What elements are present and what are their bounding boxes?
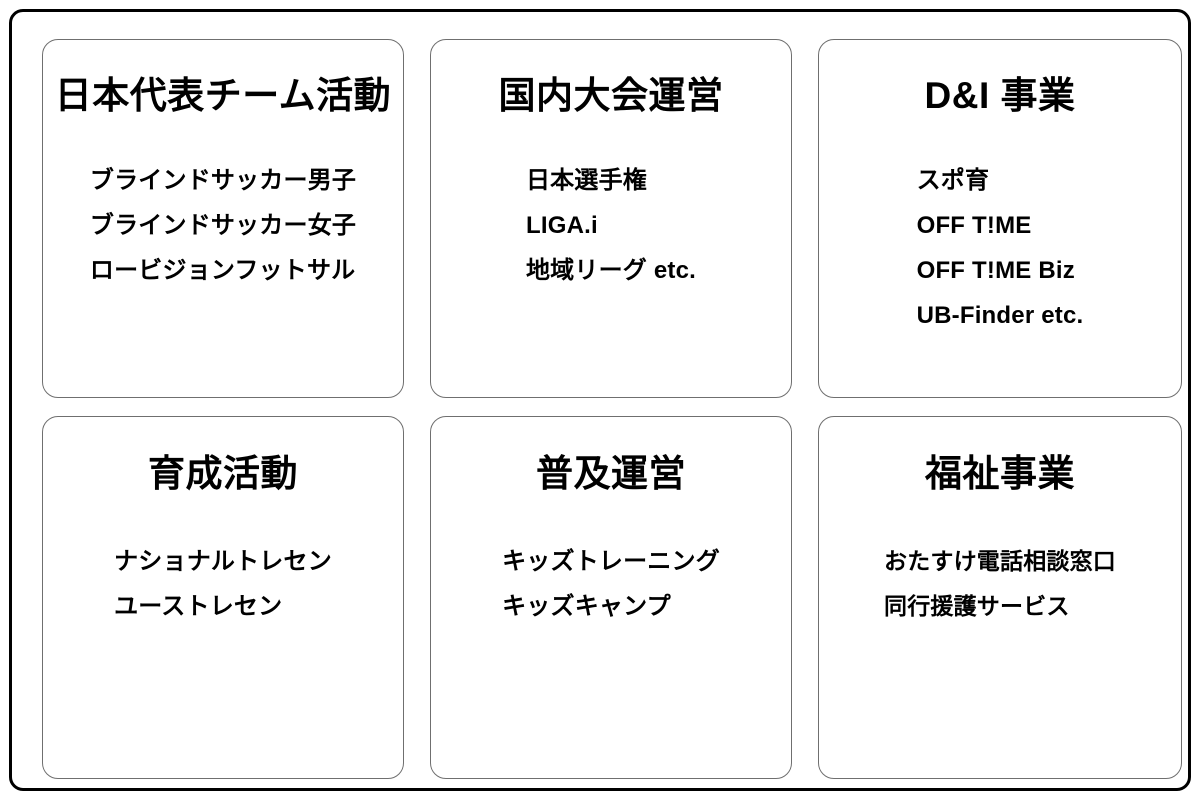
list-item: スポ育 — [916, 166, 990, 194]
list-item: ブラインドサッカー女子 — [89, 211, 357, 239]
card-title: D&I 事業 — [924, 75, 1076, 116]
list-item: 日本選手権 — [525, 166, 647, 194]
category-card-di-business[interactable]: D&I 事業 スポ育 OFF T!ME OFF T!ME Biz UB-Find… — [818, 39, 1182, 398]
category-card-national-team-activities[interactable]: 日本代表チーム活動 ブラインドサッカー男子 ブラインドサッカー女子 ロービジョン… — [42, 39, 404, 398]
category-card-promotion-management[interactable]: 普及運営 キッズトレーニング キッズキャンプ — [430, 416, 792, 779]
card-title: 普及運営 — [536, 453, 686, 494]
list-item: LIGA.i — [525, 211, 598, 239]
list-item: ブラインドサッカー男子 — [89, 166, 357, 194]
list-item: 同行援護サービス — [884, 592, 1070, 619]
card-title: 国内大会運営 — [498, 75, 724, 116]
category-card-development-activities[interactable]: 育成活動 ナショナルトレセン ユーストレセン — [42, 416, 404, 779]
list-item: UB-Finder etc. — [916, 301, 1084, 329]
list-item: OFF T!ME — [916, 211, 1032, 239]
card-title: 日本代表チーム活動 — [54, 75, 392, 116]
card-title: 福祉事業 — [925, 453, 1075, 494]
list-item: キッズトレーニング — [502, 547, 720, 575]
category-card-grid: 日本代表チーム活動 ブラインドサッカー男子 ブラインドサッカー女子 ロービジョン… — [42, 39, 1182, 779]
list-item: 地域リーグ etc. — [525, 256, 697, 284]
list-item: おたすけ電話相談窓口 — [884, 547, 1116, 574]
category-card-welfare-business[interactable]: 福祉事業 おたすけ電話相談窓口 同行援護サービス — [818, 416, 1182, 779]
card-item-list: ブラインドサッカー男子 ブラインドサッカー女子 ロービジョンフットサル — [90, 158, 356, 293]
card-item-list: おたすけ電話相談窓口 同行援護サービス — [884, 539, 1116, 629]
card-title: 育成活動 — [148, 453, 298, 494]
list-item: ナショナルトレセン — [114, 547, 332, 575]
list-item: ユーストレセン — [114, 592, 283, 620]
list-item: OFF T!ME Biz — [916, 256, 1075, 284]
card-item-list: スポ育 OFF T!ME OFF T!ME Biz UB-Finder etc. — [917, 158, 1084, 338]
list-item: キッズキャンプ — [502, 592, 671, 620]
card-item-list: キッズトレーニング キッズキャンプ — [502, 539, 720, 629]
category-card-domestic-competition-management[interactable]: 国内大会運営 日本選手権 LIGA.i 地域リーグ etc. — [430, 39, 792, 398]
card-item-list: ナショナルトレセン ユーストレセン — [114, 539, 332, 629]
outer-frame: 日本代表チーム活動 ブラインドサッカー男子 ブラインドサッカー女子 ロービジョン… — [9, 9, 1191, 791]
card-item-list: 日本選手権 LIGA.i 地域リーグ etc. — [526, 158, 696, 293]
list-item: ロービジョンフットサル — [89, 256, 356, 284]
